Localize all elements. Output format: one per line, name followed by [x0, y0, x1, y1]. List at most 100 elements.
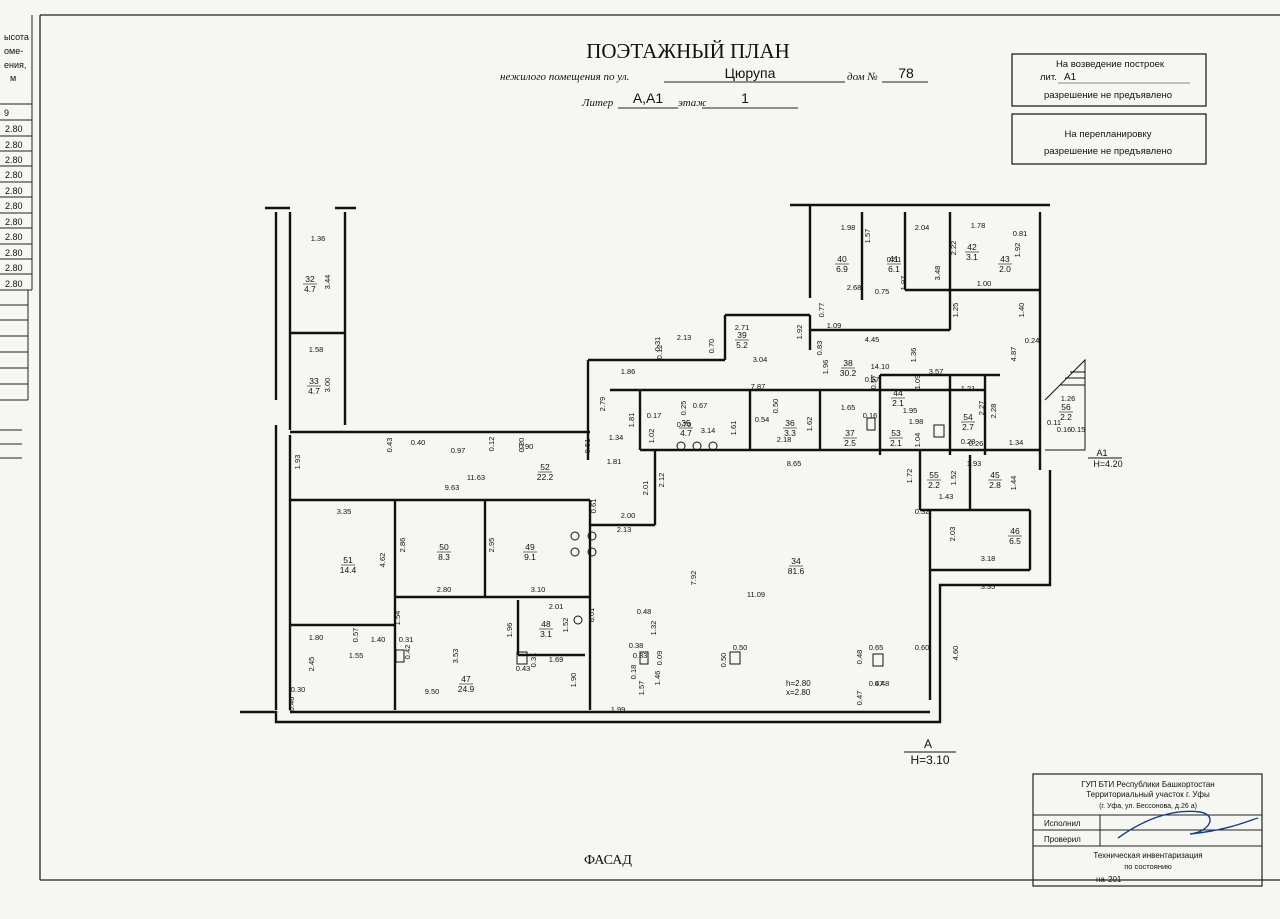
dimension-label: 4.62: [378, 553, 387, 568]
ceiling-note-x: х=2.80: [786, 688, 811, 697]
dimension-label: 1.26: [1061, 394, 1076, 403]
dimension-label: 0.50: [719, 653, 728, 668]
dimension-label: 3.53: [451, 649, 460, 664]
dimension-label: 1.92: [1013, 243, 1022, 258]
dimension-label: 1.86: [621, 367, 636, 376]
left-table-head-3: ения,: [4, 60, 26, 70]
room-number: 46: [1010, 526, 1020, 536]
room-number: 48: [541, 619, 551, 629]
dimension-label: 3.10: [531, 585, 546, 594]
dimension-label: 0.42: [403, 645, 412, 660]
room-area: 2.0: [999, 264, 1011, 274]
room-36: 363.3: [783, 418, 797, 438]
room-number: 42: [967, 242, 977, 252]
dimension-label: 1.61: [729, 421, 738, 436]
dimension-label: 0.77: [817, 303, 826, 318]
dimension-label: 9.63: [445, 483, 460, 492]
dimension-label: 1.62: [805, 417, 814, 432]
room-number: 51: [343, 555, 353, 565]
dimension-label: 2.01: [641, 481, 650, 496]
dimension-label: 1.04: [913, 433, 922, 448]
bti-stamp: ГУП БТИ Республики Башкортостан Территор…: [1032, 773, 1263, 887]
dimension-label: 1.52: [949, 471, 958, 486]
room-area: 14.4: [340, 565, 357, 575]
dimension-label: 0.25: [679, 401, 688, 416]
room-area: 81.6: [788, 566, 805, 576]
room-number: 32: [305, 274, 315, 284]
room-area: 22.2: [537, 472, 554, 482]
svg-text:лит.: лит.: [1040, 72, 1057, 83]
room-area: 30.2: [840, 368, 857, 378]
dimension-label: 1.78: [971, 221, 986, 230]
floor-value: 1: [741, 90, 749, 106]
dimension-label: 0.81: [1013, 229, 1028, 238]
dimension-label: 1.57: [863, 229, 872, 244]
dimension-label: 1.46: [653, 671, 662, 686]
room-44: 442.1: [891, 388, 905, 408]
dimension-label: 0.48: [875, 679, 890, 688]
dimension-label: 1.65: [841, 403, 856, 412]
dimension-label: 1.81: [627, 413, 636, 428]
dimension-label: 0.57: [869, 375, 878, 390]
dimension-label: 1.43: [939, 492, 954, 501]
dimension-label: 1.55: [349, 651, 364, 660]
dimension-label: 3.14: [701, 426, 716, 435]
room-number: 41: [889, 254, 899, 264]
left-table-head-2: оме-: [4, 46, 23, 56]
dimension-label: 0.43: [385, 438, 394, 453]
room-number: 56: [1061, 402, 1071, 412]
dimension-label: 2.71: [735, 323, 750, 332]
room-49: 499.1: [523, 542, 537, 562]
dimension-label: 1.69: [549, 655, 564, 664]
room-area: 8.3: [438, 552, 450, 562]
dimension-label: 1.90: [569, 673, 578, 688]
dimension-label: 0.48: [637, 607, 652, 616]
room-number: 53: [891, 428, 901, 438]
dimension-label: 1.99: [611, 705, 626, 714]
dimension-label: 2.79: [598, 397, 607, 412]
room-43: 432.0: [998, 254, 1012, 274]
dimension-label: 0.67: [693, 401, 708, 410]
left-table-col-index: 9: [4, 108, 9, 118]
plan-title: ПОЭТАЖНЫЙ ПЛАН: [586, 39, 790, 63]
svg-text:разрешение не предъявлено: разрешение не предъявлено: [1044, 90, 1172, 101]
dimension-label: 0.15: [1071, 425, 1086, 434]
left-table-row: 2.80: [5, 124, 23, 134]
room-area: 2.2: [928, 480, 940, 490]
room-area: 4.7: [308, 386, 320, 396]
dimension-label: 0.57: [865, 375, 880, 384]
svg-text:На перепланировку: На перепланировку: [1065, 129, 1152, 140]
dimension-label: 0.60: [915, 643, 930, 652]
dimension-label: 0.50: [771, 399, 780, 414]
dimension-label: 0.90: [519, 442, 534, 451]
dimension-label: 1.40: [371, 635, 386, 644]
dimension-label: 2.01: [549, 602, 564, 611]
dimension-label: 1.58: [309, 345, 324, 354]
dimension-label: 1.34: [609, 433, 624, 442]
dimension-label: 0.61: [589, 499, 598, 514]
dimension-label: 3.44: [323, 275, 332, 290]
room-number: 54: [963, 412, 973, 422]
dimension-label: 0.65: [869, 643, 884, 652]
room-number: 40: [837, 254, 847, 264]
plan-walls: [240, 203, 1052, 724]
dimension-label: 1.00: [977, 279, 992, 288]
dimension-label: 2.27: [977, 401, 986, 416]
room-42: 423.1: [965, 242, 979, 262]
dimension-label: 3.35: [337, 507, 352, 516]
dimension-label: 0.40: [411, 438, 426, 447]
room-area: 2.1: [890, 438, 902, 448]
svg-text:Проверил: Проверил: [1044, 835, 1081, 844]
ceiling-note-h: h=2.80: [786, 679, 811, 688]
room-area: 24.9: [458, 684, 475, 694]
dimension-label: 4.60: [951, 646, 960, 661]
dimension-label: 3.57: [929, 367, 944, 376]
liter-value: А,А1: [633, 90, 664, 106]
dimension-label: 0.33: [633, 651, 648, 660]
dimension-label: 0.09: [655, 651, 664, 666]
house-prefix: дом №: [847, 71, 878, 83]
